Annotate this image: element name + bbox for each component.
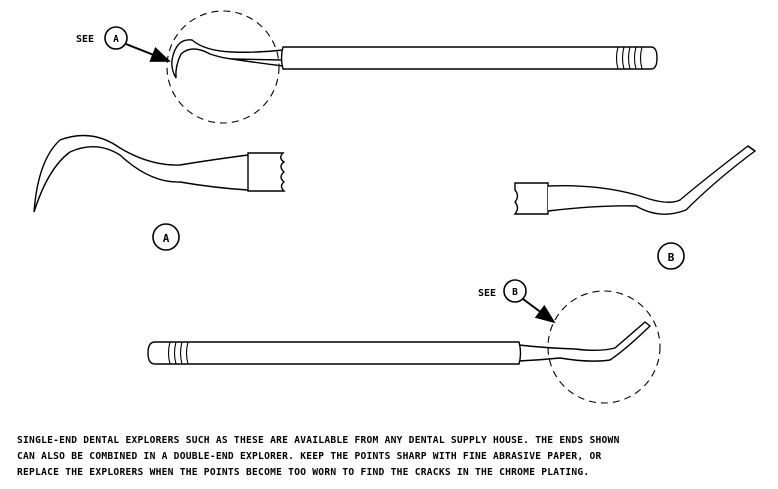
detail-circle-b xyxy=(547,290,661,404)
caption-line: CAN ALSO BE COMBINED IN A DOUBLE-END EXP… xyxy=(17,451,602,462)
explorer-hook xyxy=(171,39,233,79)
knurled-grip xyxy=(615,46,643,70)
explorer-hook-end xyxy=(166,10,658,124)
detail-b-letter: B xyxy=(668,251,675,264)
explorer-angled-end xyxy=(147,290,661,404)
explorer-shank xyxy=(231,49,284,67)
detail-a-letter: A xyxy=(163,232,170,245)
explorer-handle-bottom xyxy=(147,341,522,365)
detail-a-enlarged xyxy=(33,134,286,213)
detail-circle-a xyxy=(166,10,280,124)
callout-see-a: SEE A xyxy=(76,26,171,62)
knurled-grip-bottom xyxy=(167,341,189,365)
caption-line: REPLACE THE EXPLORERS WHEN THE POINTS BE… xyxy=(17,467,590,478)
label-detail-b: B xyxy=(657,242,685,270)
callout-see-label: SEE xyxy=(76,34,94,45)
detail-b-enlarged xyxy=(513,145,757,215)
figure-caption: SINGLE-END DENTAL EXPLORERS SUCH AS THES… xyxy=(17,433,765,481)
detail-a-handle-stub xyxy=(247,152,286,192)
callout-ref-b: B xyxy=(512,287,518,298)
detail-b-handle-stub xyxy=(513,182,549,215)
callout-see-label: SEE xyxy=(478,288,496,299)
dental-explorer-diagram: SEE A A B SEE B xyxy=(33,10,757,404)
callout-ref-a: A xyxy=(113,34,119,45)
label-detail-a: A xyxy=(152,223,180,251)
explorer-handle xyxy=(280,46,658,70)
callout-see-b: SEE B xyxy=(478,279,556,324)
caption-line: SINGLE-END DENTAL EXPLORERS SUCH AS THES… xyxy=(17,435,620,446)
explorer-shank-bottom xyxy=(518,321,652,362)
